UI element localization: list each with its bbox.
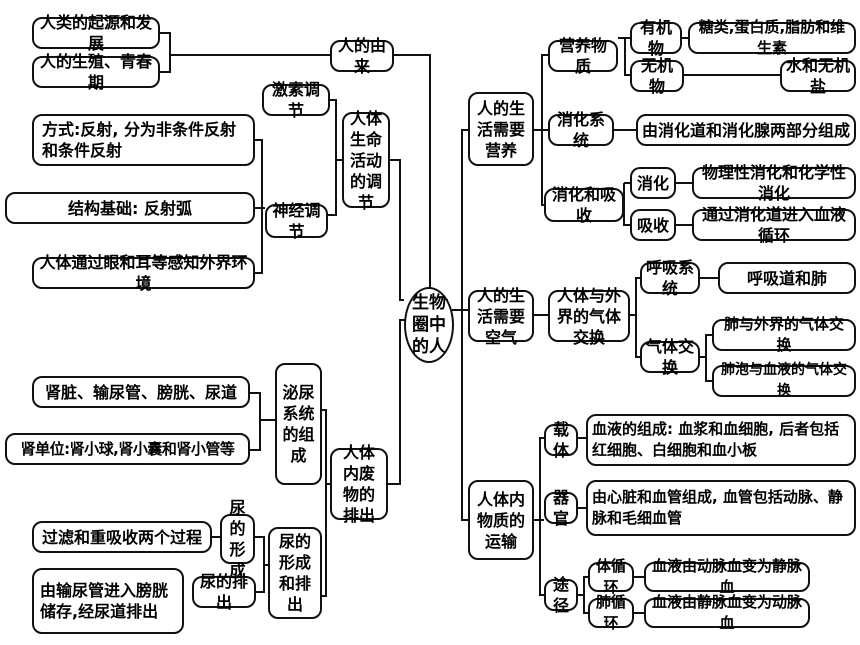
respiratory-item: 呼吸道和肺 (718, 262, 856, 294)
organ-title: 器官 (544, 488, 578, 528)
origin-item-2: 人的生殖、青春期 (32, 52, 160, 92)
absorption-title: 吸收 (630, 209, 676, 241)
nutrients-title: 营养物质 (548, 36, 618, 76)
organic-title: 有机物 (630, 18, 682, 58)
urinary-title: 泌尿系统的组成 (275, 363, 322, 485)
regulation-label: 人体生命活动的调节 (349, 108, 382, 212)
nerve-item-2: 结构基础: 反射弧 (5, 192, 255, 224)
lung-circulation-title: 肺循环 (588, 593, 634, 632)
transport-label: 人体内物质的运输 (476, 489, 525, 551)
nerve-item-3: 人体通过眼和耳等感知外界环境 (32, 253, 255, 293)
inorganic-item: 水和无机盐 (780, 56, 856, 96)
hormone-title: 激素调节 (262, 80, 330, 120)
nutrition-label: 人的生活需要营养 (476, 98, 525, 160)
body-circulation-title: 体循环 (588, 557, 634, 596)
digestive-item: 由消化道和消化腺两部分组成 (636, 114, 856, 146)
excretion-title: 人体内废物的排出 (330, 443, 388, 525)
lung-circulation-item: 血液由静脉血变为动脉血 (644, 593, 810, 632)
transport-title: 人体内物质的运输 (468, 480, 534, 560)
urinary-item-1: 肾脏、输尿管、膀胱、尿道 (32, 376, 250, 408)
organic-item: 糖类,蛋白质,脂肪和维生素 (688, 18, 856, 57)
discharge-title: 尿的排出 (192, 572, 256, 612)
gas-item-1: 肺与外界的气体交换 (712, 315, 856, 354)
carrier-item: 血液的组成: 血浆和血细胞, 后者包括红细胞、白细胞和血小板 (586, 414, 856, 466)
nerve-title: 神经调节 (265, 201, 328, 241)
nutrition-title: 人的生活需要营养 (468, 92, 534, 166)
air-label: 人的生活需要空气 (476, 285, 525, 347)
digestive-title: 消化系统 (548, 110, 614, 150)
respiratory-title: 呼吸系统 (640, 258, 700, 298)
urine-label: 尿的形成和排出 (278, 532, 311, 614)
carrier-title: 载体 (544, 420, 578, 460)
urinary-label: 泌尿系统的组成 (282, 383, 315, 465)
gas-item-2: 肺泡与血液的气体交换 (712, 362, 856, 399)
pathway-title: 途径 (544, 575, 578, 615)
body-circulation-item: 血液由动脉血变为静脉血 (644, 557, 810, 596)
formation-title: 尿的形成 (220, 498, 255, 580)
air-title: 人的生活需要空气 (468, 286, 534, 347)
absorption-item: 通过消化道进入血液循环 (692, 205, 856, 245)
excretion-label: 人体内废物的排出 (342, 443, 375, 525)
nerve-item-1: 方式:反射, 分为非条件反射和条件反射 (32, 114, 255, 166)
center-node: 生物圈中的人 (404, 287, 454, 363)
exchange-title: 人体与外界的气体交换 (548, 286, 630, 347)
origin-item-1: 人类的起源和发展 (32, 13, 160, 53)
formation-label: 尿的形成 (229, 498, 246, 580)
formation-item: 过滤和重吸收两个过程 (32, 521, 212, 553)
exchange-label: 人体与外界的气体交换 (556, 285, 621, 347)
origin-title: 人的由来 (330, 36, 394, 76)
urinary-item-2: 肾单位:肾小球,肾小囊和肾小管等 (5, 433, 250, 465)
digestion-item: 物理性消化和化学性消化 (692, 163, 856, 203)
gas-title: 气体交换 (640, 337, 700, 377)
organ-item: 由心脏和血管组成, 血管包括动脉、静脉和毛细血管 (586, 480, 856, 536)
digestion-title: 消化 (630, 167, 676, 199)
discharge-item: 由输尿管进入膀胱储存,经尿道排出 (32, 568, 184, 634)
center-label: 生物圈中的人 (412, 293, 446, 357)
regulation-title: 人体生命活动的调节 (342, 109, 390, 212)
digestion-absorption-title: 消化和吸收 (544, 185, 624, 225)
urine-title: 尿的形成和排出 (268, 527, 322, 619)
inorganic-title: 无机物 (630, 56, 684, 96)
